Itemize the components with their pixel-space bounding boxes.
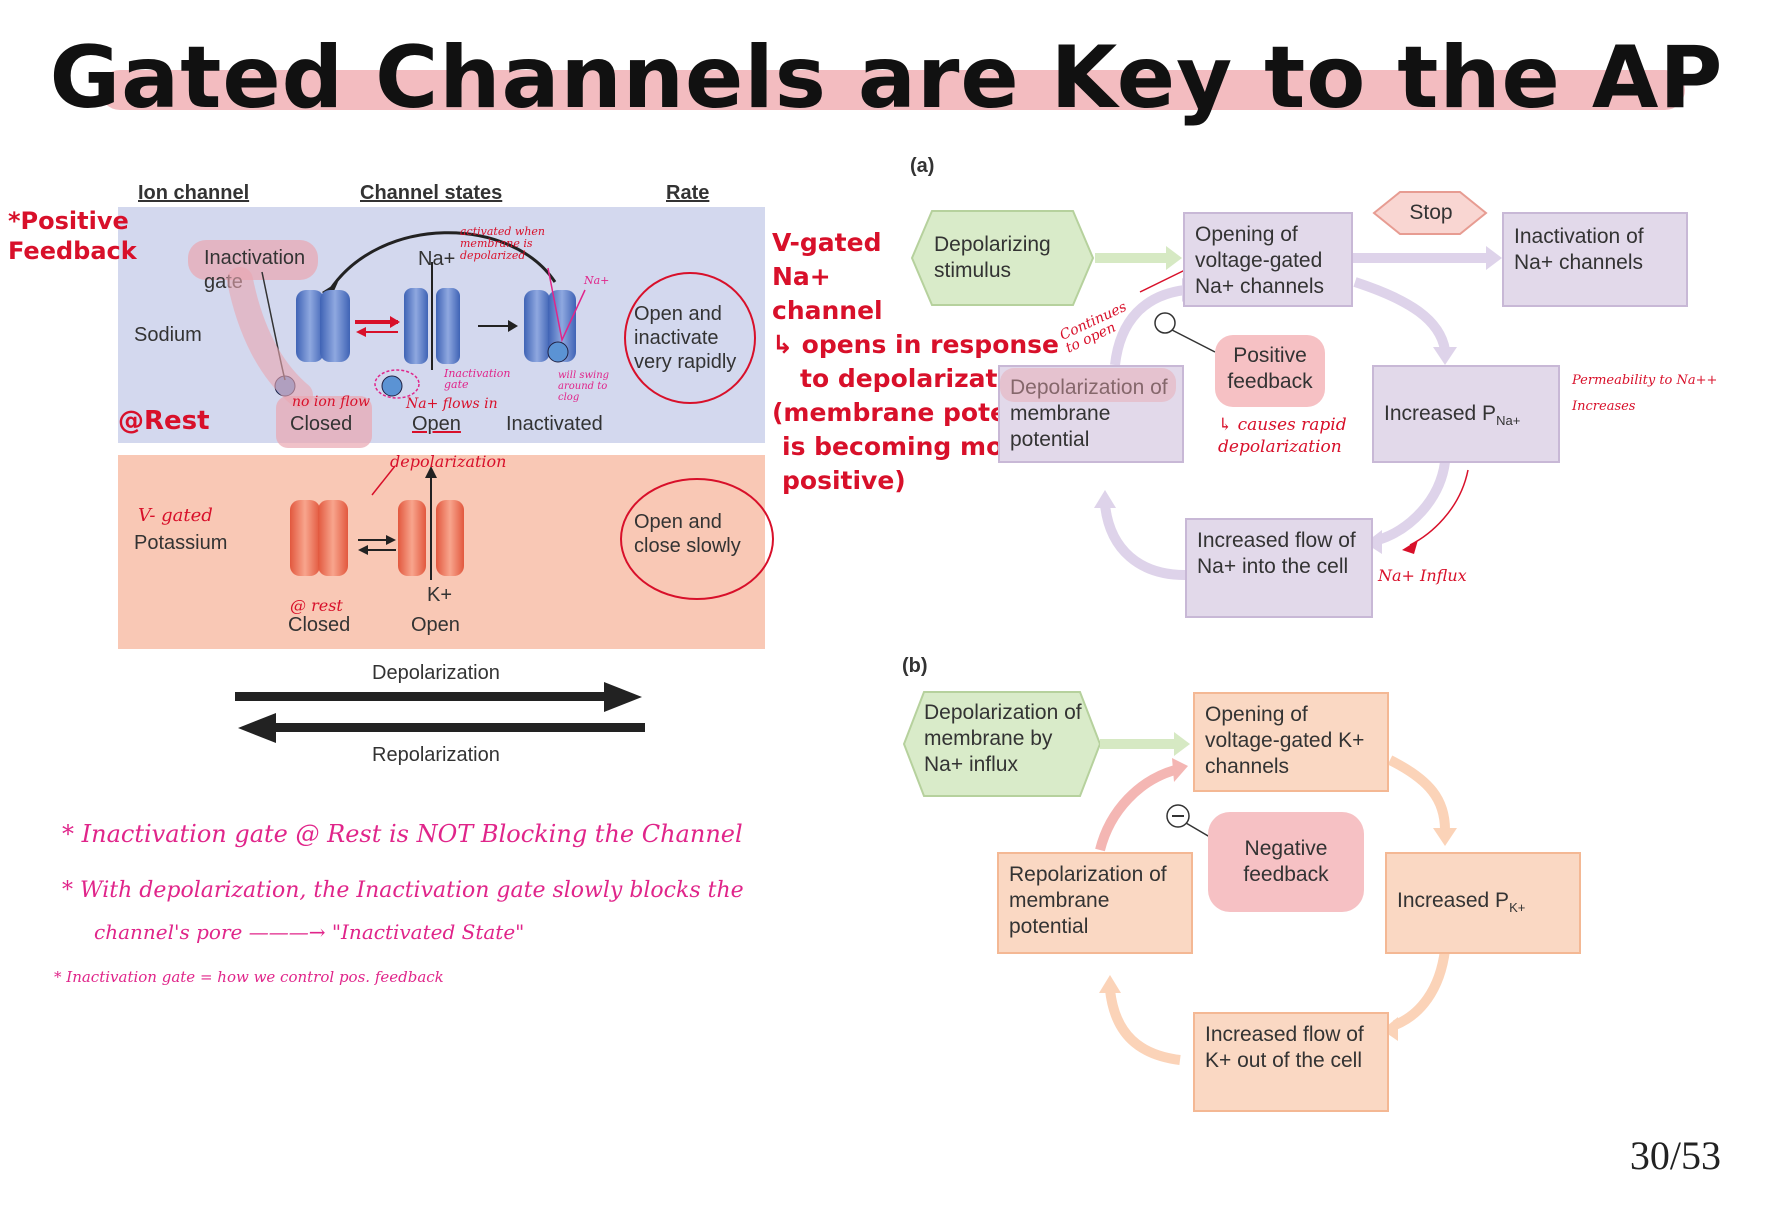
ann-depolarization-small: depolarization — [390, 452, 507, 471]
k-channel-open — [398, 466, 464, 580]
header-rate: Rate — [666, 182, 710, 204]
increased-p-sub: Na+ — [1496, 413, 1521, 429]
v-gated-line-4: ↳ opens in response — [772, 330, 1059, 359]
ann-na-small: Na+ — [584, 274, 610, 287]
ann-activated: activated when membrane is depolarized — [460, 225, 545, 262]
potassium-rate-circle — [620, 478, 774, 600]
header-channel-states: Channel states — [360, 182, 503, 204]
note-2: * With depolarization, the Inactivation … — [62, 878, 744, 903]
sodium-rate-circle — [624, 272, 756, 404]
box-depolarizing-stimulus: Depolarizing stimulus — [934, 233, 1051, 282]
increased-p-text: Increased P — [1384, 402, 1497, 425]
ann-no-ion-flow: no ion flow — [292, 394, 371, 410]
box-increased-p-na: Increased PNa+ — [1372, 365, 1560, 463]
k-ion-label: K+ — [427, 584, 453, 606]
inactivation-gate-highlight — [188, 240, 318, 280]
ann-causes: ↳ causes rapid depolarization — [1218, 415, 1347, 457]
v-gated-line-8: positive) — [782, 466, 906, 495]
ann-na-flows-in: Na+ flows in — [406, 396, 498, 412]
box-opening-na: Opening of voltage-gated Na+ channels — [1183, 212, 1353, 307]
note-3: channel's pore ———→ "Inactivated State" — [94, 920, 525, 944]
ann-inactivation-gate-small: Inactivation gate — [444, 367, 511, 391]
page-number: 30/53 — [1629, 1133, 1721, 1178]
increased-pk-text: Increased P — [1397, 889, 1510, 912]
k-channel-closed — [290, 500, 348, 576]
header-ion-channel: Ion channel — [138, 182, 250, 204]
ann-influx: Na+ Influx — [1378, 566, 1467, 585]
note-1: * Inactivation gate @ Rest is NOT Blocki… — [62, 820, 743, 848]
sodium-label: Sodium — [134, 324, 202, 346]
sodium-closed-label: Closed — [290, 413, 353, 435]
v-gated-line-2: Na+ — [772, 262, 831, 291]
increased-pk-sub: K+ — [1509, 900, 1526, 916]
ann-positive-feedback: *Positive Feedback — [8, 207, 137, 265]
title-highlight — [100, 70, 1685, 110]
na-channel-inactivated — [524, 267, 586, 363]
depolarization-highlight — [1000, 368, 1176, 402]
box-stop: Stop — [1409, 201, 1453, 224]
ann-will-swing: will swing around to clog — [558, 370, 610, 403]
ann-at-rest: @Rest — [118, 406, 210, 436]
panel-a-label: (a) — [910, 155, 935, 177]
repolarization-label: Repolarization — [372, 744, 500, 766]
ann-permeability: Permeability to Na++ Increases — [1572, 373, 1718, 414]
box-negative-feedback: Negative feedback — [1208, 812, 1364, 912]
potassium-open-label: Open — [411, 614, 460, 636]
na-channel-open — [374, 262, 460, 399]
panel-b-label: (b) — [902, 655, 928, 677]
ann-v-gated: V- gated — [138, 505, 213, 526]
box-depolarization-b: Depolarization of membrane by Na+ influx — [924, 701, 1082, 776]
note-4: * Inactivation gate = how we control pos… — [54, 968, 444, 986]
box-positive-feedback: Positive feedback — [1215, 335, 1325, 407]
sodium-open-label: Open — [412, 413, 461, 435]
box-depolarization: Depolarization of membrane potential — [998, 365, 1184, 463]
potassium-closed-label: Closed — [288, 614, 351, 636]
box-increased-flow-k: Increased flow of K+ out of the cell — [1193, 1012, 1389, 1112]
na-ion-label: Na+ — [418, 248, 456, 270]
v-gated-line-1: V-gated — [772, 228, 882, 257]
depolarization-label: Depolarization — [372, 662, 500, 684]
sodium-inactivated-label: Inactivated — [506, 413, 603, 435]
box-opening-k: Opening of voltage-gated K+ channels — [1193, 692, 1389, 792]
box-increased-flow-na: Increased flow of Na+ into the cell — [1185, 518, 1373, 618]
v-gated-line-3: channel — [772, 296, 883, 325]
potassium-label: Potassium — [134, 532, 228, 554]
box-inactivation-na: Inactivation of Na+ channels — [1502, 212, 1688, 307]
ann-at-rest-small: @ rest — [290, 596, 343, 615]
page-title: Gated Channels are Key to the AP — [49, 28, 1724, 128]
box-increased-p-k: Increased PK+ — [1385, 852, 1581, 954]
v-gated-line-7: is becoming more — [782, 432, 1033, 461]
box-repolarization: Repolarization of membrane potential — [997, 852, 1193, 954]
